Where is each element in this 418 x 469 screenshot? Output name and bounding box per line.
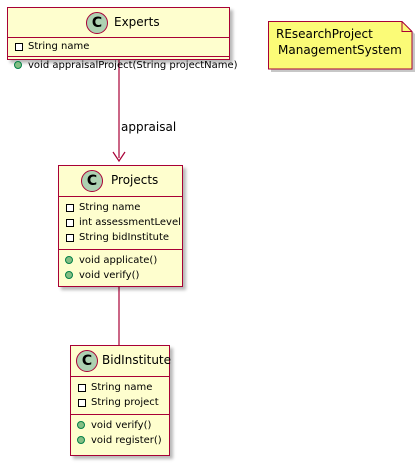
- class-stereotype-badge: C: [86, 12, 108, 34]
- appraisal-arrowhead: [112, 151, 126, 163]
- attribute-row: int assessmentLevel: [59, 215, 182, 230]
- attribute-text: int assessmentLevel: [79, 217, 181, 228]
- attribute-row: String project: [71, 395, 169, 410]
- operation-text: void applicate(): [79, 255, 158, 266]
- private-visibility-icon: [66, 219, 74, 227]
- operation-text: void verify(): [79, 270, 140, 281]
- class-bidinstitute-name: BidInstitute: [102, 353, 172, 367]
- private-visibility-icon: [15, 43, 23, 51]
- note-line: REsearchProject: [276, 27, 373, 41]
- operation-row: void verify(): [59, 268, 182, 283]
- operation-row: void register(): [71, 433, 169, 448]
- attribute-text: String name: [28, 41, 90, 52]
- private-visibility-icon: [66, 234, 74, 242]
- operation-row: void verify(): [71, 418, 169, 433]
- attribute-row: String name: [71, 380, 169, 395]
- operation-text: void appraisalProject(String projectName…: [28, 60, 238, 71]
- note[interactable]: REsearchProject ManagementSystem: [268, 21, 415, 72]
- class-stereotype-badge: C: [81, 170, 103, 192]
- attribute-text: String name: [79, 202, 141, 213]
- class-bidinstitute[interactable]: C BidInstitute String name String projec…: [70, 345, 172, 456]
- class-projects[interactable]: C Projects String name int assessmentLev…: [58, 165, 183, 287]
- class-experts-operations: void appraisalProject(String projectName…: [8, 57, 238, 75]
- operation-text: void register(): [91, 435, 162, 446]
- operation-text: void verify(): [91, 420, 152, 431]
- public-visibility-icon: [14, 61, 22, 69]
- class-bidinstitute-operations: void verify() void register(): [71, 415, 169, 452]
- attribute-text: String project: [91, 397, 159, 408]
- operation-row: void appraisalProject(String projectName…: [8, 58, 238, 73]
- class-projects-attributes: String name int assessmentLevel String b…: [59, 197, 182, 250]
- class-experts-header: C Experts: [8, 8, 229, 38]
- class-experts-name: Experts: [114, 15, 160, 29]
- note-shape: [268, 21, 415, 72]
- public-visibility-icon: [77, 421, 85, 429]
- class-projects-header: C Projects: [59, 166, 182, 197]
- private-visibility-icon: [78, 399, 86, 407]
- public-visibility-icon: [65, 256, 73, 264]
- note-line: ManagementSystem: [278, 43, 402, 57]
- appraisal-label: appraisal: [121, 120, 177, 134]
- public-visibility-icon: [77, 436, 85, 444]
- attribute-text: String name: [91, 382, 153, 393]
- note-text: REsearchProject ManagementSystem: [268, 26, 412, 58]
- class-bidinstitute-attributes: String name String project: [71, 377, 169, 415]
- attribute-text: String bidInstitute: [79, 232, 170, 243]
- private-visibility-icon: [66, 204, 74, 212]
- class-projects-operations: void applicate() void verify(): [59, 250, 182, 287]
- class-stereotype-badge: C: [76, 350, 98, 372]
- operation-row: void applicate(): [59, 253, 182, 268]
- class-bidinstitute-header: C BidInstitute: [71, 346, 172, 377]
- class-experts[interactable]: C Experts String name void appraisalProj…: [7, 7, 238, 71]
- attribute-row: String name: [8, 39, 229, 54]
- public-visibility-icon: [65, 271, 73, 279]
- class-experts-attributes: String name: [8, 38, 229, 57]
- attribute-row: String bidInstitute: [59, 230, 182, 245]
- private-visibility-icon: [78, 384, 86, 392]
- attribute-row: String name: [59, 200, 182, 215]
- class-projects-name: Projects: [111, 173, 159, 187]
